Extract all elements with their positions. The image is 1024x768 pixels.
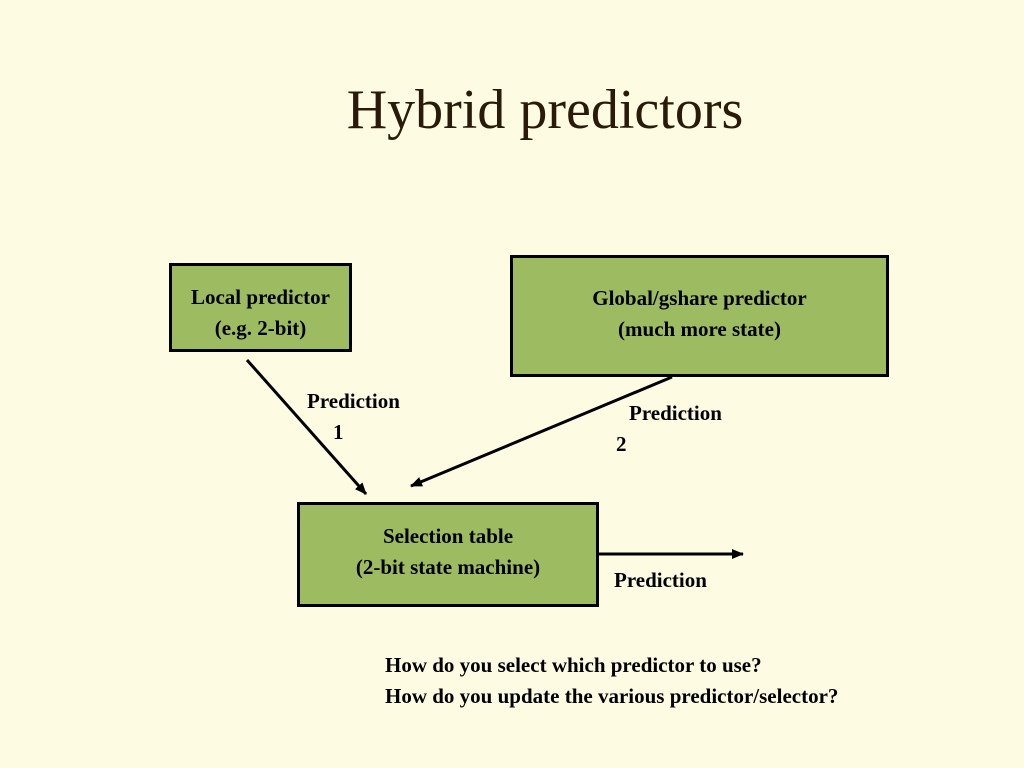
local-predictor-subtitle: (e.g. 2-bit) <box>214 316 307 340</box>
output-prediction-label: Prediction <box>614 568 707 592</box>
arrow-global-to-selection <box>410 375 673 488</box>
slide-title: Hybrid predictors <box>346 79 744 141</box>
prediction-1-label: Prediction <box>307 389 400 413</box>
selection-table-box: Selection table (2-bit state machine) <box>297 502 599 607</box>
prediction-2-label: Prediction <box>629 401 722 425</box>
arrow-local-to-selection <box>245 359 368 495</box>
question-update: How do you update the various predictor/… <box>385 684 839 708</box>
question-select: How do you select which predictor to use… <box>385 653 762 677</box>
local-predictor-box: Local predictor (e.g. 2-bit) <box>169 263 352 352</box>
local-predictor-title: Local predictor <box>190 285 330 309</box>
global-predictor-title: Global/gshare predictor <box>592 286 807 310</box>
selection-table-subtitle: (2-bit state machine) <box>355 554 541 579</box>
global-predictor-box: Global/gshare predictor (much more state… <box>510 255 889 377</box>
prediction-2-number: 2 <box>616 432 627 456</box>
prediction-1-number: 1 <box>333 420 344 444</box>
selection-table-title: Selection table <box>382 523 514 548</box>
global-predictor-subtitle: (much more state) <box>618 317 781 341</box>
